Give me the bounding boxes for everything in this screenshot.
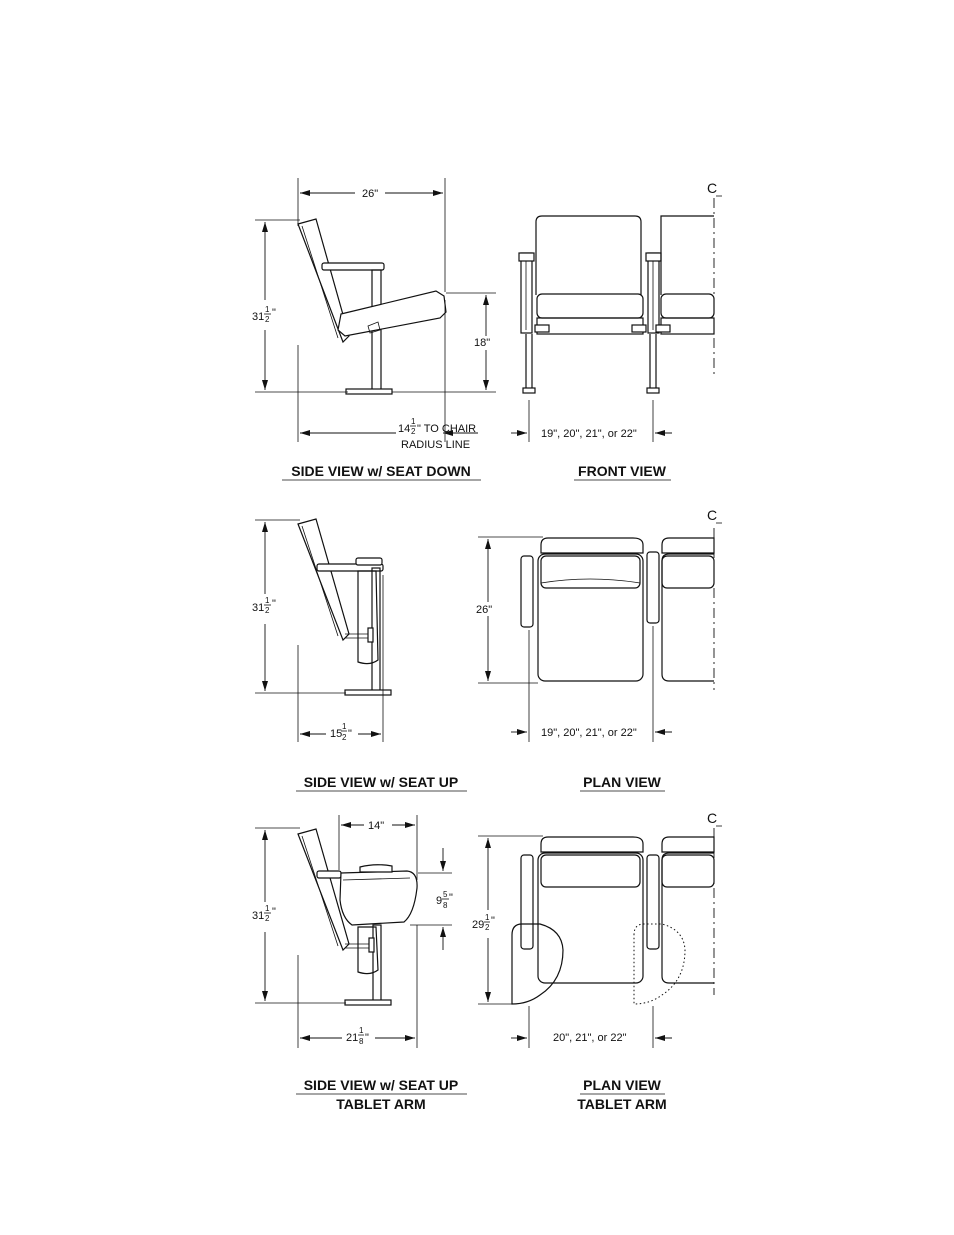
dim-radius-whole: 14 xyxy=(398,423,410,435)
caption-side-view-tablet-2: TABLET ARM xyxy=(336,1096,425,1112)
dim-seat-up-depth: 15 xyxy=(330,728,342,740)
side-view-seat-down: 26" 31 1 2 " 18" 14 1 2 " TO CHAIR RADIU… xyxy=(250,178,498,480)
dim-plan-depth: 26" xyxy=(476,604,492,616)
svg-text:1: 1 xyxy=(265,596,270,605)
svg-text:2: 2 xyxy=(265,914,270,923)
side-view-seat-up: 31 1 2 " 15 1 2 " SIDE VIEW w/ SEAT UP xyxy=(250,519,467,791)
dim-overall-depth: 26" xyxy=(362,188,378,200)
dim-radius-text: " TO CHAIR xyxy=(417,423,476,435)
front-left-arm xyxy=(521,253,532,333)
centerline-label: C xyxy=(707,180,717,196)
svg-text:": " xyxy=(365,1032,369,1044)
dim-tablet-plan-width: 20", 21", or 22" xyxy=(553,1032,627,1044)
seat-folded xyxy=(358,571,378,664)
plan-seat xyxy=(538,554,643,681)
svg-text:1: 1 xyxy=(359,1026,364,1035)
caption-front-view: FRONT VIEW xyxy=(578,463,667,479)
floor-plate xyxy=(346,389,392,394)
armrest xyxy=(322,263,384,270)
front-view: C 19", 20", 21", or 22" FRONT VIEW xyxy=(511,180,722,480)
svg-text:": " xyxy=(272,598,276,610)
svg-text:": " xyxy=(272,307,276,319)
caption-side-view-seat-down: SIDE VIEW w/ SEAT DOWN xyxy=(291,463,470,479)
caption-plan-tablet-1: PLAN VIEW xyxy=(583,1077,662,1093)
caption-plan-view: PLAN VIEW xyxy=(583,774,662,790)
front-middle-arm xyxy=(648,253,659,333)
dim-height-tablet-whole: 31 xyxy=(252,910,264,922)
plan-middle-arm xyxy=(647,552,659,623)
svg-text:1: 1 xyxy=(265,904,270,913)
svg-text:8: 8 xyxy=(443,901,448,910)
front-seat xyxy=(537,294,643,318)
svg-text:1: 1 xyxy=(265,305,270,314)
dim-seat-height: 18" xyxy=(474,337,490,349)
dim-tablet-height: 9 xyxy=(436,895,442,907)
svg-text:1: 1 xyxy=(342,722,347,731)
svg-text:": " xyxy=(491,915,495,927)
dim-front-width: 19", 20", 21", or 22" xyxy=(541,428,637,440)
svg-text:2: 2 xyxy=(485,923,490,932)
plan-left-arm xyxy=(521,556,533,627)
caption-plan-tablet-2: TABLET ARM xyxy=(577,1096,666,1112)
svg-text:1: 1 xyxy=(411,417,416,426)
svg-text:2: 2 xyxy=(265,315,270,324)
plan-view: C 26" 19", 20", 21", or 22" PLAN VIEW xyxy=(474,507,722,791)
svg-text:2: 2 xyxy=(411,427,416,436)
dim-tablet-overall: 21 xyxy=(346,1032,358,1044)
side-view-tablet-arm: 14" 9 5 8 " 31 1 2 " 21 1 8 " SIDE VIEW … xyxy=(250,815,467,1112)
dim-height-whole: 31 xyxy=(252,311,264,323)
svg-text:": " xyxy=(272,906,276,918)
caption-side-view-seat-up: SIDE VIEW w/ SEAT UP xyxy=(304,774,459,790)
plan-view-tablet-arm: C 29 1 2 " 20", 21", or 22" PLAN VIEW TA… xyxy=(470,810,722,1112)
caption-side-view-tablet-1: SIDE VIEW w/ SEAT UP xyxy=(304,1077,459,1093)
front-backrest xyxy=(536,216,641,295)
seat-cushion xyxy=(338,291,446,336)
dim-tablet-plan-depth: 29 xyxy=(472,919,484,931)
centerline-label-tablet: C xyxy=(707,810,717,826)
svg-text:1: 1 xyxy=(485,913,490,922)
svg-text:2: 2 xyxy=(342,733,347,742)
svg-text:2: 2 xyxy=(265,606,270,615)
svg-text:": " xyxy=(348,728,352,740)
plan-backrest xyxy=(541,538,643,553)
dim-plan-width: 19", 20", 21", or 22" xyxy=(541,727,637,739)
svg-text:": " xyxy=(449,892,453,904)
svg-text:8: 8 xyxy=(359,1037,364,1046)
svg-text:5: 5 xyxy=(443,890,448,899)
dim-tablet-depth: 14" xyxy=(368,820,384,832)
dim-height-up-whole: 31 xyxy=(252,602,264,614)
centerline-label-plan: C xyxy=(707,507,717,523)
svg-text:RADIUS LINE: RADIUS LINE xyxy=(401,439,470,451)
